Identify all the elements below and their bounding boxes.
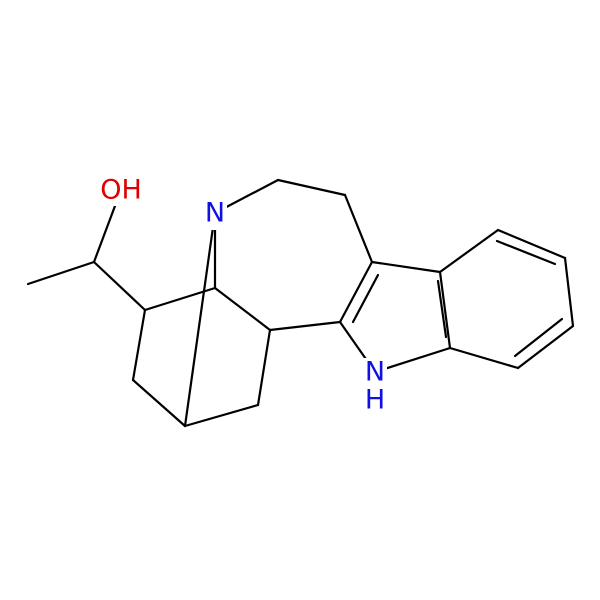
bond-line <box>563 256 575 328</box>
double-bond-line <box>495 239 557 266</box>
atom-label-layer: OH N N H <box>100 174 387 422</box>
double-bond-line <box>436 279 448 339</box>
bond-line <box>338 260 374 324</box>
hydroxyl-label: OH <box>100 175 142 206</box>
bond-line <box>438 270 452 350</box>
bond-line <box>183 403 260 428</box>
bond-line <box>131 308 147 382</box>
bond-line <box>496 228 567 260</box>
bond-line <box>370 260 442 274</box>
bond-line <box>448 346 520 370</box>
oh-label-bg <box>100 174 142 206</box>
indole-nh-label-bg <box>363 358 387 422</box>
indole-hydrogen-label: H <box>365 385 385 416</box>
bond-line <box>373 346 452 374</box>
bond-line <box>131 378 187 428</box>
bond-layer <box>26 178 575 428</box>
amine-n-label-bg <box>203 198 227 230</box>
amine-nitrogen-label: N <box>205 198 225 229</box>
double-bond-line <box>513 317 564 358</box>
bond-line <box>213 286 272 332</box>
bond-line <box>343 193 374 264</box>
bond-line <box>268 320 342 332</box>
indole-nitrogen-label: N <box>365 357 385 388</box>
bond-line <box>438 228 500 274</box>
double-bond-line <box>351 273 380 324</box>
bond-line <box>26 260 96 286</box>
bond-line <box>276 178 347 197</box>
bond-line <box>516 324 575 370</box>
bond-line <box>183 211 217 428</box>
bond-line <box>256 328 272 407</box>
bond-line <box>92 260 147 312</box>
